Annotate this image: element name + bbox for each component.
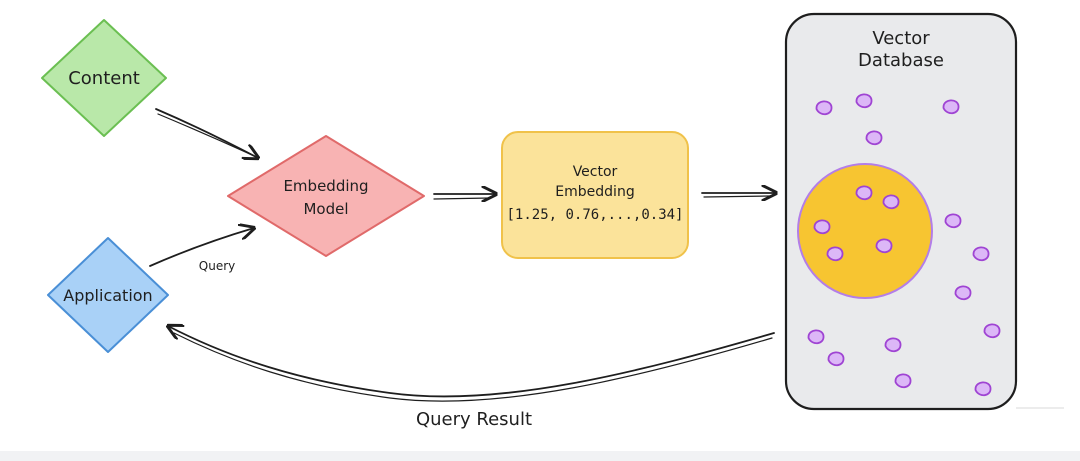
vector-point [827,351,845,367]
vector-point [865,130,883,146]
application-label: Application [63,286,152,305]
vector-point [983,323,1001,339]
vector-embedding-values: [1.25, 0.76,...,0.34] [506,207,683,223]
query-edge-label: Query [199,259,235,273]
vector-point [875,238,893,254]
vector-point [894,373,912,389]
application-node: Application [47,237,169,353]
edge-embedding-to-database-sketch [703,195,771,198]
edge-database-to-application [168,326,775,398]
content-node: Content [41,19,167,137]
vector-point [974,381,992,397]
edge-application-to-model [149,228,254,267]
embedding-model-label-line1: Embedding [283,177,368,195]
embedding-model-node: Embedding Model [227,135,425,257]
edge-model-to-embedding-sketch [433,197,491,200]
vector-point [855,93,873,109]
vector-points [807,93,1001,397]
vector-point [813,219,831,235]
vector-database-label-line1: Vector [872,28,930,49]
vector-point [972,246,990,262]
edges [149,108,776,402]
vector-point [855,185,873,201]
vector-embedding-label-line2: Embedding [555,184,634,200]
query-result-edge-label: Query Result [416,409,532,430]
bottom-strip [0,451,1080,461]
edge-content-to-model-sketch [157,113,253,156]
vector-point [826,246,844,262]
vector-point [807,329,825,345]
edge-database-to-application-sketch [173,332,773,402]
embedding-model-label-line2: Model [303,200,348,218]
similarity-cluster [797,163,933,299]
vector-embedding-label-line1: Vector [573,164,618,180]
vector-database-label-line2: Database [858,50,944,71]
vector-point [884,337,902,353]
content-label: Content [68,68,140,89]
vector-point [944,213,962,229]
vector-database-node: Vector Database [784,12,1018,411]
vector-point [882,194,900,210]
vector-point [815,100,833,116]
vector-point [942,99,960,115]
vector-embedding-node: Vector Embedding [1.25, 0.76,...,0.34] [501,131,689,259]
vector-point [954,285,972,301]
